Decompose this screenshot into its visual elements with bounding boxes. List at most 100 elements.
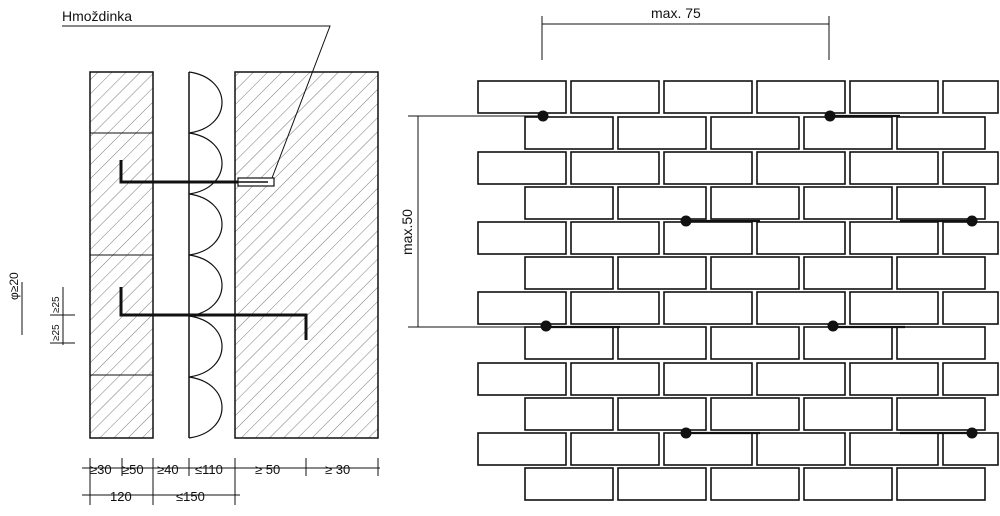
brick — [617, 326, 707, 360]
brick — [942, 221, 999, 255]
brick — [896, 186, 986, 220]
inner-wall — [234, 71, 379, 439]
brick — [663, 221, 753, 255]
bottom-dim-ticks — [89, 458, 379, 505]
brick — [570, 291, 660, 325]
bottom-dim-150: ≤150 — [176, 489, 205, 504]
brick — [803, 116, 893, 150]
brick — [756, 362, 846, 396]
brick — [849, 221, 939, 255]
brick — [803, 467, 893, 501]
brick — [663, 151, 753, 185]
brick — [570, 80, 660, 114]
horizontal-spacing-label: max. 75 — [651, 5, 701, 21]
brick — [896, 467, 986, 501]
small-dim-2: ≥25 — [51, 324, 62, 341]
brick — [756, 221, 846, 255]
brick — [663, 80, 753, 114]
tie-dot — [966, 215, 978, 227]
anchor-label: Hmoždinka — [62, 8, 132, 24]
brick — [710, 116, 800, 150]
brick — [617, 256, 707, 290]
brick — [477, 221, 567, 255]
brick — [524, 186, 614, 220]
brick — [803, 397, 893, 431]
brick — [942, 362, 999, 396]
tie-dot — [827, 320, 839, 332]
tie-lines — [545, 114, 972, 435]
brick — [477, 291, 567, 325]
brick — [524, 116, 614, 150]
bottom-dim-5: ≥ 50 — [255, 462, 280, 477]
upper-anchor-tie — [119, 160, 270, 184]
brick — [570, 221, 660, 255]
brick — [477, 151, 567, 185]
phi-label: φ≥20 — [7, 272, 21, 300]
brick — [524, 326, 614, 360]
brick — [803, 256, 893, 290]
bottom-dim-3: ≥40 — [157, 462, 179, 477]
brick — [942, 432, 999, 466]
wall-section: Hmoždinka φ≥20 ≥25 ≥25 ≥30 ≥50 ≥40 ≤110 … — [7, 8, 380, 505]
brick — [663, 362, 753, 396]
brick — [570, 432, 660, 466]
bottom-dim-6: ≥ 30 — [325, 462, 350, 477]
bottom-dim-120: 120 — [110, 489, 132, 504]
brick — [617, 186, 707, 220]
brick — [570, 362, 660, 396]
brick — [617, 467, 707, 501]
brick — [942, 291, 999, 325]
tie-dots — [537, 110, 978, 439]
brick — [803, 186, 893, 220]
bottom-dim-2: ≥50 — [122, 462, 144, 477]
brick — [896, 116, 986, 150]
tie-dot — [537, 110, 549, 122]
brick — [524, 467, 614, 501]
brick — [663, 432, 753, 466]
brick — [477, 80, 567, 114]
brick-elevation: max. 75 max.50 — [399, 5, 999, 501]
brick — [524, 397, 614, 431]
tie-dot — [680, 215, 692, 227]
brick — [710, 326, 800, 360]
brick — [849, 362, 939, 396]
brick — [524, 256, 614, 290]
brick — [570, 151, 660, 185]
brick — [756, 80, 846, 114]
brick — [710, 467, 800, 501]
tie-dot — [680, 427, 692, 439]
brick — [710, 397, 800, 431]
brick — [756, 291, 846, 325]
lower-anchor-tie — [119, 287, 308, 340]
brick — [849, 432, 939, 466]
brick — [756, 151, 846, 185]
brick-courses — [477, 80, 999, 501]
brick — [710, 186, 800, 220]
bottom-dim-1: ≥30 — [90, 462, 112, 477]
bottom-dim-4: ≤110 — [195, 462, 223, 477]
brick — [756, 432, 846, 466]
brick — [896, 397, 986, 431]
brick — [896, 326, 986, 360]
brick — [617, 397, 707, 431]
brick — [617, 116, 707, 150]
brick — [942, 151, 999, 185]
insulation-wave — [188, 71, 223, 439]
small-dim-1: ≥25 — [51, 296, 62, 313]
brick — [896, 256, 986, 290]
brick — [477, 362, 567, 396]
brick — [942, 80, 999, 114]
brick — [477, 432, 567, 466]
anchor-leader-line — [62, 25, 331, 179]
brick — [849, 151, 939, 185]
tie-dot — [966, 427, 978, 439]
vertical-spacing-label: max.50 — [399, 209, 415, 255]
brick — [849, 291, 939, 325]
brick — [803, 326, 893, 360]
tie-dot — [824, 110, 836, 122]
brick — [849, 80, 939, 114]
brick — [663, 291, 753, 325]
brick — [710, 256, 800, 290]
tie-dot — [540, 320, 552, 332]
